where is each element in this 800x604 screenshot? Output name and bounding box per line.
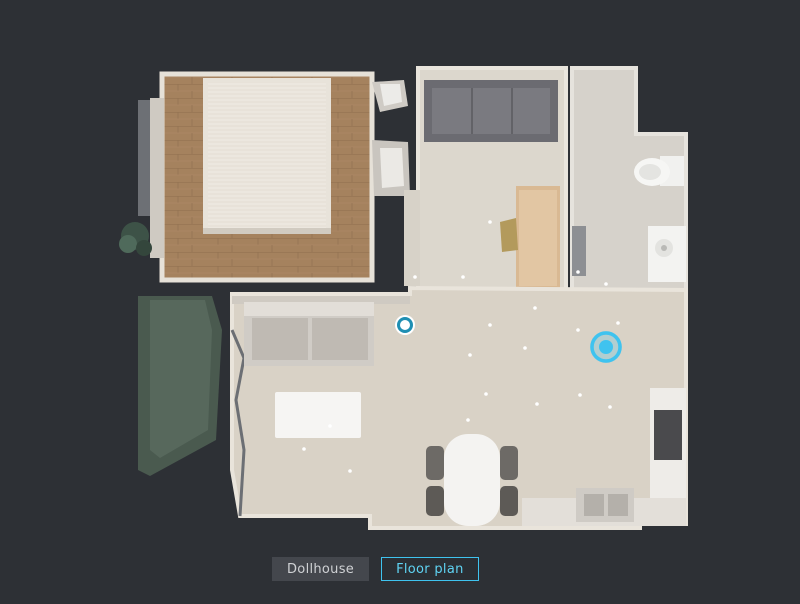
- plant: [119, 222, 152, 256]
- coffee-table: [275, 392, 361, 438]
- desk: [516, 186, 560, 290]
- sink: [648, 226, 686, 282]
- bed: [203, 78, 331, 234]
- current-position-marker[interactable]: [590, 331, 622, 363]
- kitchen-counter: [522, 388, 686, 526]
- navigation-point-marker[interactable]: [395, 315, 415, 335]
- balcony: [138, 296, 222, 476]
- armchair-bottom: [372, 140, 410, 196]
- dining-table: [444, 434, 500, 526]
- navigation-dots: [302, 220, 620, 473]
- sofa-small: [424, 80, 558, 142]
- bedroom-wall-left: [138, 100, 150, 216]
- view-mode-toggle: Dollhouse Floor plan: [272, 557, 479, 581]
- dining-chairs: [426, 446, 518, 516]
- sofa: [244, 302, 374, 366]
- toilet: [634, 156, 684, 186]
- dollhouse-button[interactable]: Dollhouse: [272, 557, 370, 581]
- armchair-top: [372, 80, 408, 112]
- chair: [500, 218, 518, 252]
- bedroom-window-bench: [150, 98, 164, 258]
- floor-plan-button[interactable]: Floor plan: [381, 557, 479, 581]
